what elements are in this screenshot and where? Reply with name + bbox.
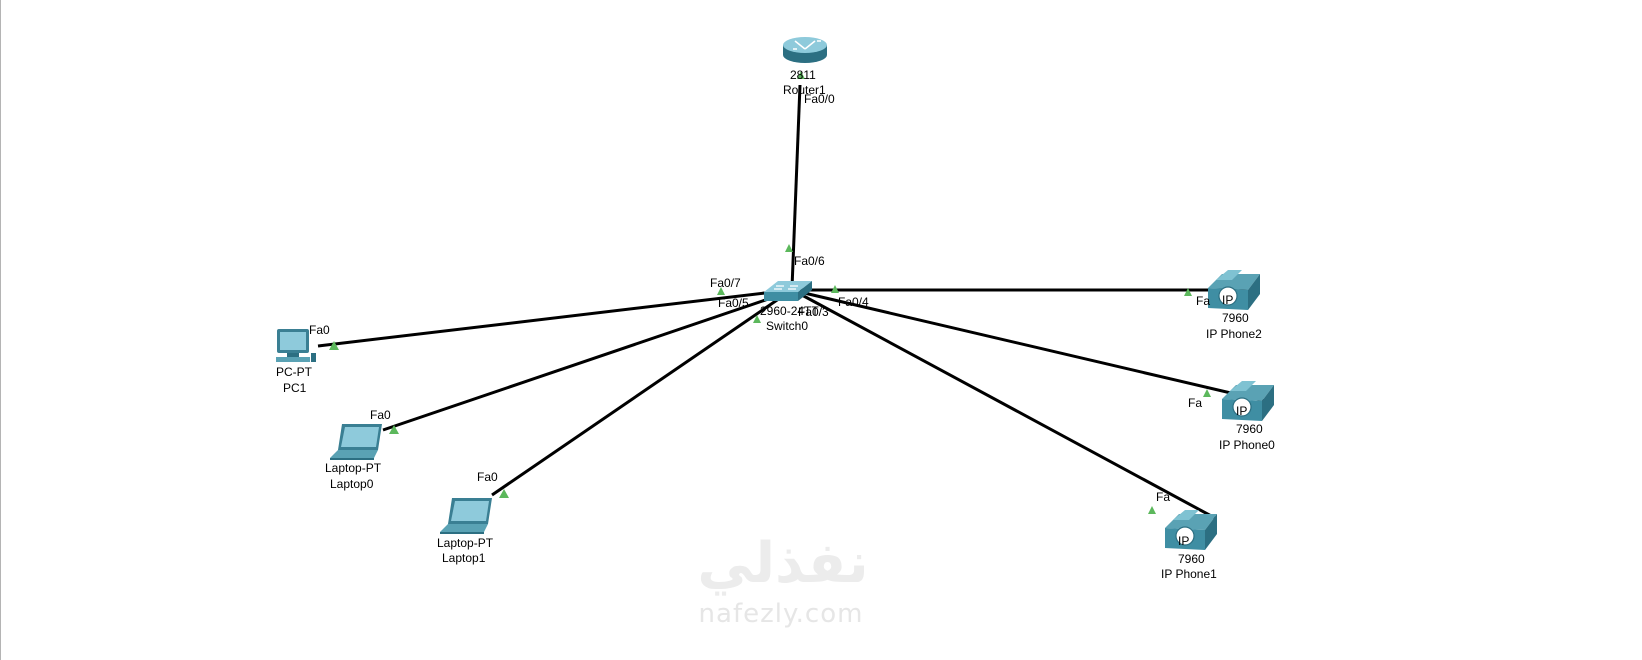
laptop0-device[interactable]: Laptop-PT Laptop0	[325, 424, 382, 491]
link-pc1-switch[interactable]	[317, 288, 791, 348]
phone2-name-label: IP Phone2	[1206, 327, 1262, 341]
status-triangle	[1203, 389, 1211, 397]
canvas-left-border	[0, 0, 1, 660]
switch-port-label: Fa0/6	[794, 254, 825, 268]
status-triangle	[329, 341, 339, 350]
switch-port-label: Fa0/4	[838, 295, 869, 309]
status-triangle	[1184, 288, 1192, 296]
phone0-model-label: 7960	[1236, 422, 1263, 436]
phone0-device[interactable]: IP 7960 IP Phone0	[1219, 380, 1275, 452]
pc1-model-label: PC-PT	[276, 365, 313, 379]
watermark-arabic: نفذلي	[697, 531, 868, 596]
laptop-icon	[440, 498, 492, 534]
link-laptop1-switch[interactable]	[491, 294, 784, 497]
link-status-indicators	[329, 71, 1211, 514]
link-router-switch[interactable]	[790, 84, 802, 289]
switch-port-label: Fa0/3	[798, 305, 829, 319]
router-model-label: 2811	[790, 68, 816, 82]
phone1-name-label: IP Phone1	[1161, 567, 1217, 581]
router-device[interactable]: 2811 Router1	[783, 37, 827, 97]
ip-phone-icon	[1221, 380, 1275, 422]
ip-badge: IP	[1178, 534, 1189, 548]
link-laptop0-switch[interactable]	[382, 292, 784, 432]
phone2-device[interactable]: IP 7960 IP Phone2	[1206, 269, 1262, 341]
ip-badge: IP	[1222, 293, 1233, 307]
links	[317, 84, 1266, 520]
status-triangle	[753, 315, 761, 323]
router-icon	[783, 37, 827, 63]
link-switch-phone1[interactable]	[799, 292, 1216, 520]
phone1-device[interactable]: IP 7960 IP Phone1	[1161, 509, 1218, 581]
laptop1-device[interactable]: Laptop-PT Laptop1	[437, 498, 494, 565]
laptop1-model-label: Laptop-PT	[437, 536, 494, 550]
status-triangle	[797, 71, 805, 79]
pc1-device[interactable]: PC-PT PC1	[276, 329, 316, 395]
laptop1-port-label: Fa0	[477, 470, 498, 484]
phone1-model-label: 7960	[1178, 552, 1205, 566]
status-triangle	[1148, 506, 1156, 514]
status-triangle	[389, 425, 399, 434]
status-triangle	[499, 489, 509, 498]
ip-phone-icon	[1207, 269, 1261, 311]
ip-phone-icon	[1164, 509, 1218, 551]
switch-port-label: Fa0/5	[718, 296, 749, 310]
status-triangle	[831, 285, 839, 293]
laptop-icon	[330, 424, 382, 460]
link-switch-phone0[interactable]	[799, 290, 1266, 403]
pc1-name-label: PC1	[283, 381, 307, 395]
watermark: نفذلي nafezly.com	[697, 531, 868, 629]
laptop0-port-label: Fa0	[370, 408, 391, 422]
pc1-port-label: Fa0	[309, 323, 330, 337]
router-port-label: Fa0/0	[804, 92, 835, 106]
phone0-name-label: IP Phone0	[1219, 438, 1275, 452]
status-triangle	[785, 244, 793, 252]
router-name-label: Router1	[783, 83, 826, 97]
ip-badge: IP	[1236, 404, 1247, 418]
switch-model-label: 2960-24TT	[760, 304, 819, 318]
watermark-latin: nafezly.com	[699, 599, 864, 629]
switch-device[interactable]: 2960-24TT Switch0	[760, 281, 819, 333]
phone2-model-label: 7960	[1222, 311, 1249, 325]
status-triangle	[717, 287, 725, 295]
phone1-port-label: Fa	[1156, 490, 1170, 504]
switch-icon	[764, 281, 812, 301]
phone2-port-label: Fa	[1196, 294, 1210, 308]
switch-port-label: Fa0/7	[710, 276, 741, 290]
pc-icon	[276, 329, 316, 362]
laptop0-model-label: Laptop-PT	[325, 461, 382, 475]
laptop0-name-label: Laptop0	[330, 477, 374, 491]
laptop1-name-label: Laptop1	[442, 551, 486, 565]
switch-name-label: Switch0	[766, 319, 808, 333]
phone0-port-label: Fa	[1188, 396, 1202, 410]
